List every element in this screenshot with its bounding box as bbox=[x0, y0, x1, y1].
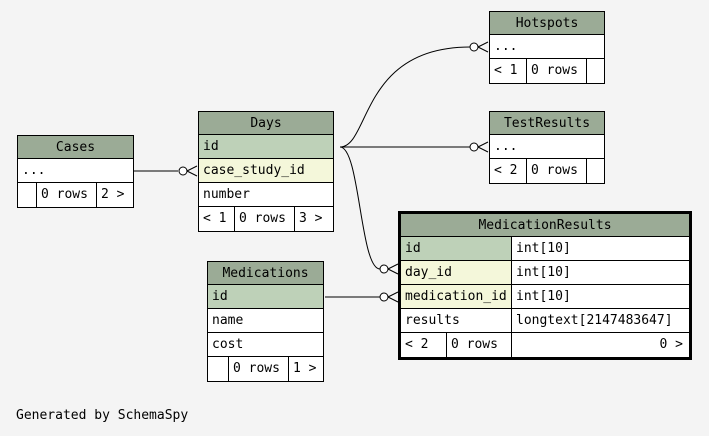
table-title[interactable]: Medications bbox=[208, 262, 323, 285]
children-link[interactable]: 1 > bbox=[288, 357, 323, 381]
column-name: medication_id bbox=[401, 285, 511, 308]
table-row: cost bbox=[208, 333, 323, 357]
generated-by-text: Generated by SchemaSpy bbox=[16, 408, 189, 423]
column-name: day_id bbox=[401, 261, 511, 284]
parents-link[interactable]: < 2 bbox=[494, 163, 518, 178]
table-row: name bbox=[208, 309, 323, 333]
table-row: number bbox=[199, 183, 333, 207]
table-title[interactable]: Days bbox=[199, 112, 333, 135]
table-row: medication_id int[10] bbox=[401, 285, 689, 309]
parents-link[interactable]: < 2 bbox=[405, 337, 429, 352]
table-days[interactable]: Days id case_study_id number < 1 0 rows … bbox=[198, 111, 334, 232]
table-footer: 0 rows 2 > bbox=[18, 183, 133, 207]
table-hotspots[interactable]: Hotspots ... < 1 0 rows bbox=[489, 11, 605, 84]
table-row: case_study_id bbox=[199, 159, 333, 183]
table-row: ... bbox=[490, 135, 604, 159]
table-row: ... bbox=[18, 159, 133, 183]
row-count: 0 rows bbox=[526, 159, 586, 183]
table-row: day_id int[10] bbox=[401, 261, 689, 285]
row-count: 0 rows bbox=[446, 333, 511, 357]
table-footer: < 1 0 rows bbox=[490, 59, 604, 83]
row-count: 0 rows bbox=[228, 357, 288, 381]
children-link bbox=[586, 59, 604, 83]
table-title[interactable]: TestResults bbox=[490, 112, 604, 135]
table-testresults[interactable]: TestResults ... < 2 0 rows bbox=[489, 111, 605, 184]
parents-link[interactable]: < 1 bbox=[494, 63, 518, 78]
table-footer: < 1 0 rows 3 > bbox=[199, 207, 333, 231]
children-link: 0 > bbox=[511, 333, 689, 357]
column-type: int[10] bbox=[511, 261, 689, 284]
table-title[interactable]: Cases bbox=[18, 136, 133, 159]
column-type: int[10] bbox=[511, 285, 689, 308]
children-link[interactable]: 3 > bbox=[294, 207, 333, 231]
table-cases[interactable]: Cases ... 0 rows 2 > bbox=[17, 135, 134, 208]
table-footer: 0 rows 1 > bbox=[208, 357, 323, 381]
row-count: 0 rows bbox=[526, 59, 586, 83]
parents-link[interactable]: < 1 bbox=[203, 211, 227, 226]
table-row: ... bbox=[490, 35, 604, 59]
row-count: 0 rows bbox=[36, 183, 96, 207]
link-days-medicationresults bbox=[339, 146, 381, 270]
table-footer: < 2 0 rows 0 > bbox=[401, 333, 689, 357]
row-count: 0 rows bbox=[234, 207, 294, 231]
table-row: results longtext[2147483647] bbox=[401, 309, 689, 333]
children-link[interactable]: 2 > bbox=[96, 183, 133, 207]
table-row: id bbox=[199, 135, 333, 159]
table-footer: < 2 0 rows bbox=[490, 159, 604, 183]
column-name: results bbox=[405, 313, 460, 328]
column-name: id bbox=[401, 237, 511, 260]
column-type: longtext[2147483647] bbox=[511, 309, 689, 332]
parents-link bbox=[18, 183, 36, 207]
children-link bbox=[586, 159, 604, 183]
table-medicationresults[interactable]: MedicationResults id int[10] day_id int[… bbox=[398, 211, 692, 360]
table-medications[interactable]: Medications id name cost 0 rows 1 > bbox=[207, 261, 324, 382]
table-row: id int[10] bbox=[401, 237, 689, 261]
table-title[interactable]: Hotspots bbox=[490, 12, 604, 35]
table-title[interactable]: MedicationResults bbox=[401, 214, 689, 237]
link-days-hotspots bbox=[339, 46, 471, 148]
parents-link bbox=[208, 357, 228, 381]
column-type: int[10] bbox=[511, 237, 689, 260]
table-row: id bbox=[208, 285, 323, 309]
